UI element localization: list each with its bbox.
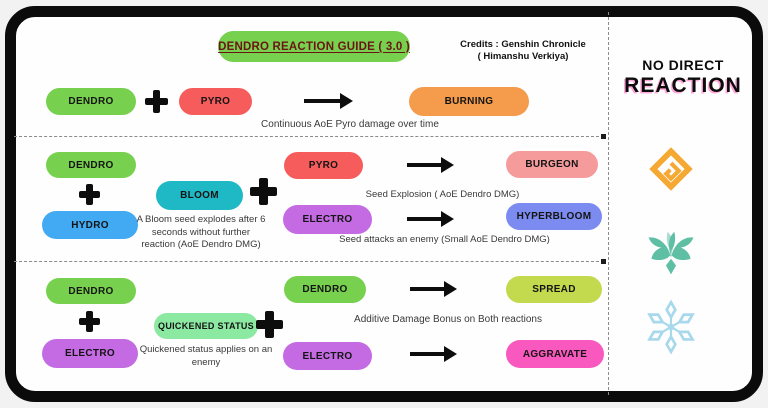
pill-electro: ELECTRO xyxy=(42,339,138,368)
divider xyxy=(14,261,604,262)
arrow-right-icon xyxy=(304,99,340,103)
pill-burning: BURNING xyxy=(409,87,529,116)
burgeon-caption: Seed Explosion ( AoE Dendro DMG) xyxy=(365,189,520,200)
reaction-label: REACTION xyxy=(624,74,742,97)
divider-endcap xyxy=(601,259,606,264)
plus-icon xyxy=(79,311,100,332)
divider-endcap xyxy=(601,134,606,139)
credits: Credits : Genshin Chronicle ( Himanshu V… xyxy=(443,39,603,62)
bloom-caption: A Bloom seed explodes after 6 seconds wi… xyxy=(136,214,266,250)
quickened-caption: Quickened status applies on an enemy xyxy=(139,344,273,368)
pill-dendro: DENDRO xyxy=(46,278,136,304)
arrow-right-icon xyxy=(410,352,444,356)
plus-icon xyxy=(250,178,277,205)
pill-quickened-status: QUICKENED STATUS xyxy=(154,313,258,339)
geo-icon xyxy=(645,143,697,195)
pill-electro: ELECTRO xyxy=(283,205,372,234)
plus-icon xyxy=(145,90,168,113)
burning-caption: Continuous AoE Pyro damage over time xyxy=(261,119,439,130)
pill-electro: ELECTRO xyxy=(283,342,372,370)
plus-icon xyxy=(79,184,100,205)
pill-dendro: DENDRO xyxy=(284,276,366,303)
no-direct-label: NO DIRECT xyxy=(642,57,724,73)
credits-line2: ( Himanshu Verkiya) xyxy=(477,50,569,62)
pill-bloom: BLOOM xyxy=(156,181,243,210)
arrow-right-icon xyxy=(410,287,444,291)
pill-dendro: DENDRO xyxy=(46,152,136,178)
pill-pyro: PYRO xyxy=(179,88,252,115)
anemo-icon xyxy=(641,224,701,280)
hyperbloom-caption: Seed attacks an enemy (Small AoE Dendro … xyxy=(339,234,550,245)
page-title: DENDRO REACTION GUIDE ( 3.0 ) xyxy=(218,31,410,62)
quicken-shared-caption: Additive Damage Bonus on Both reactions xyxy=(354,314,542,325)
cryo-icon xyxy=(644,295,698,359)
divider xyxy=(14,136,604,137)
pill-hydro: HYDRO xyxy=(42,211,138,239)
plus-icon xyxy=(256,311,283,338)
pill-spread: SPREAD xyxy=(506,276,602,303)
credits-line1: Credits : Genshin Chronicle xyxy=(460,39,586,50)
pill-hyperbloom: HYPERBLOOM xyxy=(506,203,602,230)
sidebar-divider xyxy=(608,12,609,395)
pill-burgeon: BURGEON xyxy=(506,151,598,178)
arrow-right-icon xyxy=(407,217,441,221)
arrow-right-icon xyxy=(407,163,441,167)
pill-pyro: PYRO xyxy=(284,152,363,179)
pill-aggravate: AGGRAVATE xyxy=(506,340,604,368)
poster-frame xyxy=(5,6,763,402)
pill-dendro: DENDRO xyxy=(46,88,136,115)
